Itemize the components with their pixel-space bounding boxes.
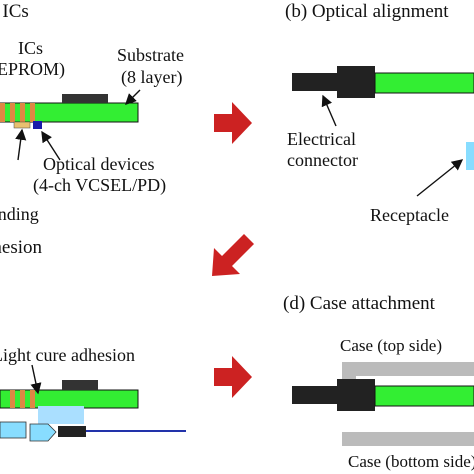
panel-d-drawing <box>292 362 474 446</box>
panel-a-title: (a) Optical devices and ICs <box>0 1 29 22</box>
connector-body-d <box>337 379 375 411</box>
ics-label-line1: ICs <box>18 38 44 58</box>
substrate-d <box>374 385 474 407</box>
vcsel-pd-a <box>33 121 42 129</box>
substrate-pointer-a <box>125 89 141 105</box>
optical-label-line1: Optical devices <box>43 154 155 174</box>
receptacle-c <box>0 421 27 439</box>
wire-bond-a <box>13 121 31 129</box>
ferrule-c <box>58 426 86 437</box>
panel-b-drawing <box>292 66 474 197</box>
panel-b-title: (b) Optical alignment <box>285 1 449 22</box>
case-top-label: Case (top side) <box>340 336 442 355</box>
receptacle-b <box>466 142 474 170</box>
substrate-label-line2: (8 layer) <box>121 67 183 87</box>
wire-bond-pads-c <box>10 390 35 408</box>
bonding-pointer-a <box>15 128 27 161</box>
adhesion-pointer-c <box>30 364 42 395</box>
adhesive-block-c <box>38 406 84 424</box>
process-arrow-a-to-b <box>214 102 252 144</box>
panel-d-title: (d) Case attachment <box>283 293 435 314</box>
connector-cable-b <box>292 73 337 91</box>
panel-c-title: (c) Fixation with light cure adhesion <box>0 237 43 258</box>
optical-pointer-a <box>41 130 61 161</box>
process-arrow-b-to-c <box>212 234 256 276</box>
optical-label-line2: (4-ch VCSEL/PD) <box>33 175 167 195</box>
connector-cable-d <box>292 386 337 404</box>
process-arrow-c-to-d <box>214 356 252 398</box>
panel-a-drawing <box>0 89 141 161</box>
receptacle-label: Receptacle <box>370 205 449 225</box>
ic-chip-c <box>62 380 98 390</box>
case-bottom-label: Case (bottom side) <box>348 452 474 471</box>
panel-c-drawing <box>0 364 186 442</box>
electrical-label-line1: Electrical <box>287 129 356 149</box>
case-bottom-d <box>342 432 474 446</box>
electrical-label-line2: connector <box>287 150 358 170</box>
wire-bonding-label: Wire bonding <box>0 204 39 224</box>
lens-holder-c <box>29 423 57 442</box>
adhesion-label: Light cure adhesion <box>0 345 135 365</box>
ics-label-line2: (EEPROM) <box>0 59 65 79</box>
wire-bond-pads-a <box>0 103 35 122</box>
receptacle-pointer-b <box>416 159 464 197</box>
ic-chip-a <box>62 94 108 103</box>
substrate-b <box>374 72 474 94</box>
connector-pointer-b <box>321 94 337 127</box>
connector-body-b <box>337 66 375 98</box>
substrate-label-line1: Substrate <box>117 45 184 65</box>
case-top-d <box>342 362 474 390</box>
